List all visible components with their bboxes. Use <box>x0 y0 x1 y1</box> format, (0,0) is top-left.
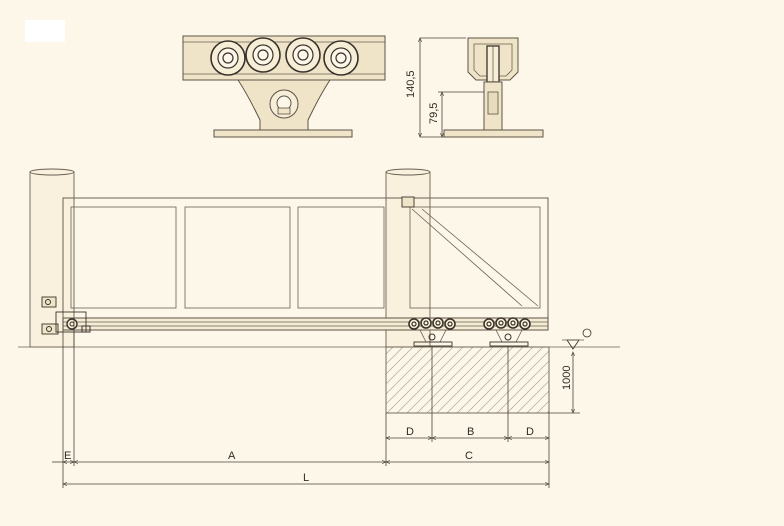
carriage-left <box>408 317 456 347</box>
dimension-foundation-depth: 1000 <box>549 352 580 413</box>
b-label: B <box>467 426 474 438</box>
total-height-label: 140,5 <box>405 70 417 98</box>
dimension-row-l: L <box>63 472 549 484</box>
gate-frame <box>62 196 549 319</box>
ground-level-symbol <box>562 328 592 350</box>
carriage-roller <box>245 37 281 73</box>
c-label: C <box>465 450 473 462</box>
carriage-side-view <box>443 37 544 138</box>
end-stop <box>41 296 91 335</box>
carriage-roller <box>285 37 321 73</box>
concrete-foundation <box>385 346 550 414</box>
guide-roller <box>401 196 415 208</box>
dimension-base-height: 79,5 <box>428 92 484 137</box>
bottom-rail <box>62 317 549 331</box>
logo-placeholder <box>25 20 65 42</box>
dimension-total-height: 140,5 <box>405 38 466 137</box>
foundation-depth-label: 1000 <box>561 366 573 390</box>
l-label: L <box>303 472 309 484</box>
a-label: A <box>228 450 236 462</box>
carriage-roller <box>210 40 246 76</box>
carriage-right <box>483 317 531 347</box>
dimension-row-eac: E A C <box>52 450 549 462</box>
dimension-row-dbd: D B D <box>386 426 549 438</box>
base-height-label: 79,5 <box>428 103 440 124</box>
d-left-label: D <box>406 426 414 438</box>
carriage-roller <box>323 40 359 76</box>
extension-lines <box>62 318 550 488</box>
d-right-label: D <box>526 426 534 438</box>
e-label: E <box>64 450 71 462</box>
carriage-front-view <box>182 35 386 138</box>
